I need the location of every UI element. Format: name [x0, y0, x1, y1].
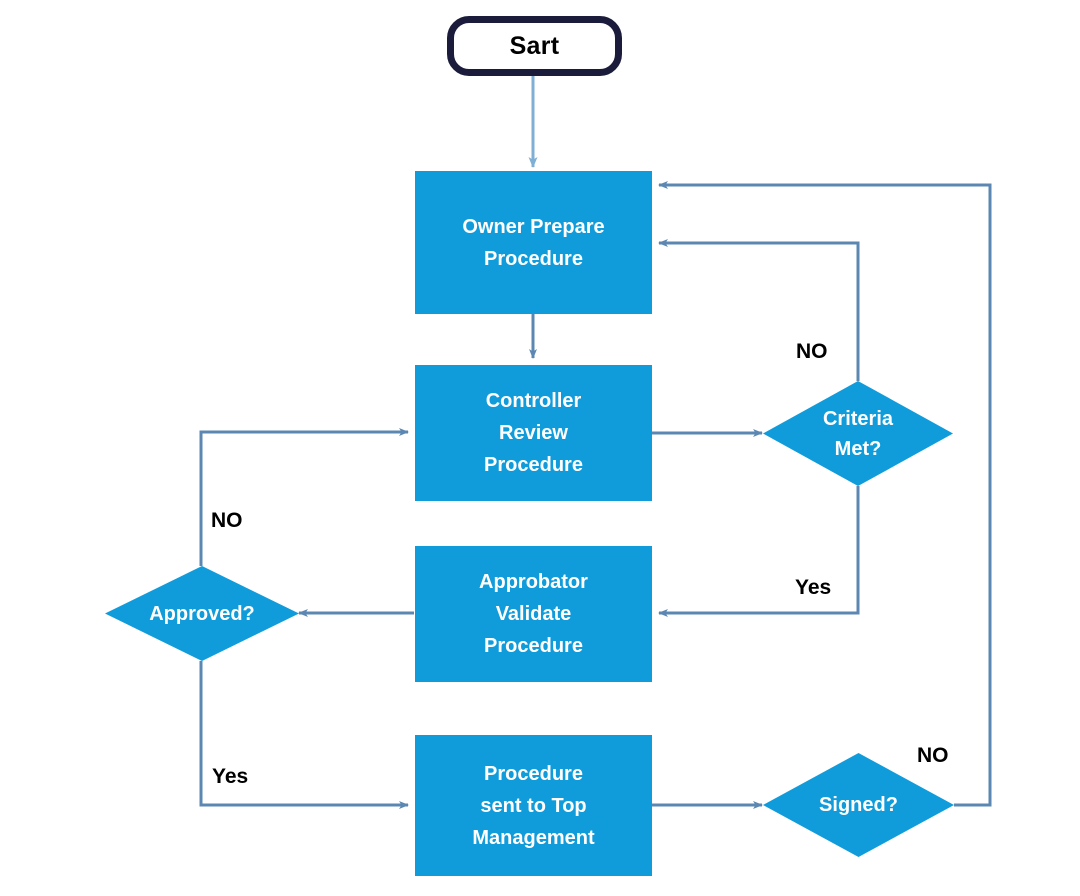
node-owner-line-2: Procedure: [484, 247, 583, 270]
node-controller-line-2: Review: [499, 422, 568, 444]
node-approved-line-1: Approved?: [149, 602, 255, 625]
node-controller-review-procedure[interactable]: Controller Review Procedure: [415, 365, 652, 501]
node-controller-line-1: Controller: [485, 390, 582, 412]
node-controller-line-3: Procedure: [484, 454, 583, 476]
edge-criteria-no-to-owner: [658, 239, 860, 381]
edge-label-approved-yes: Yes: [212, 765, 249, 788]
node-signed-line-1: Signed?: [819, 794, 898, 816]
node-criteria-line-2: Met?: [834, 437, 882, 460]
node-signed-decision[interactable]: Signed?: [763, 753, 954, 857]
node-approbator-line-1: Approbator: [479, 571, 588, 593]
node-approbator-line-3: Procedure: [484, 635, 583, 657]
edge-criteria-yes-to-approbator: [658, 486, 860, 617]
node-approved-decision[interactable]: Approved?: [105, 566, 299, 661]
node-procedure-sent-to-top-management[interactable]: Procedure sent to Top Management: [415, 735, 652, 876]
edge-label-approved-no: NO: [211, 509, 243, 532]
node-start-label: Sart: [509, 31, 560, 60]
edge-signed-no-to-owner: [658, 181, 992, 807]
node-topmgmt-line-1: Procedure: [484, 762, 583, 785]
edge-approved-yes-to-topmgmt: [199, 661, 409, 809]
node-criteria-line-1: Criteria: [822, 407, 894, 430]
node-topmgmt-line-2: sent to Top: [480, 794, 587, 817]
node-start[interactable]: Sart: [447, 16, 622, 76]
node-approbator-validate-procedure[interactable]: Approbator Validate Procedure: [415, 546, 652, 682]
node-criteria-met-decision[interactable]: Criteria Met?: [763, 381, 953, 486]
edge-label-criteria-no: NO: [796, 340, 828, 363]
edge-label-criteria-yes: Yes: [795, 576, 832, 599]
edge-approved-no-to-controller: [199, 428, 409, 566]
node-owner-line-1: Owner Prepare: [462, 215, 605, 238]
node-approbator-line-2: Validate: [495, 603, 572, 625]
edge-label-signed-no: NO: [917, 744, 949, 767]
node-topmgmt-line-3: Management: [472, 826, 595, 849]
node-owner-prepare-procedure[interactable]: Owner Prepare Procedure: [415, 171, 652, 314]
